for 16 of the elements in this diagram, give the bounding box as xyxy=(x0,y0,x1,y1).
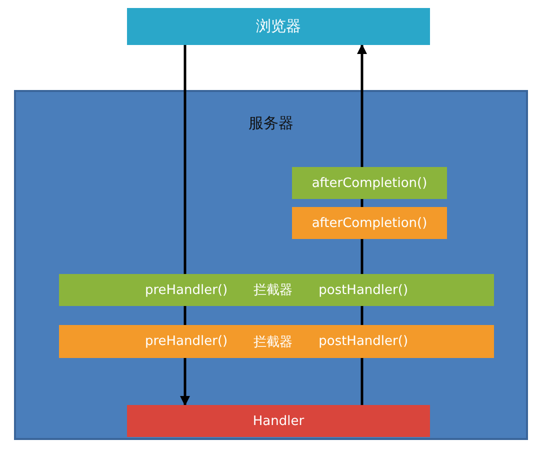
method-name: postHandler() xyxy=(318,334,408,349)
arrow xyxy=(357,44,367,167)
interceptor-label: 拦截器 xyxy=(254,282,293,299)
method-box: afterCompletion() xyxy=(292,167,447,199)
browser-box: 浏览器 xyxy=(127,8,430,45)
arrow xyxy=(180,358,190,406)
interceptor-bar xyxy=(59,274,494,306)
method-name: preHandler() xyxy=(144,282,228,298)
server-label: 服务器 xyxy=(248,114,294,133)
handler-box: Handler xyxy=(127,405,430,437)
server-box xyxy=(14,90,528,440)
method-name: preHandler() xyxy=(144,334,228,349)
method-box: afterCompletion() xyxy=(292,207,447,239)
interceptor-label: 拦截器 xyxy=(254,334,293,350)
interceptor-bar xyxy=(59,325,494,358)
method-name: postHandler() xyxy=(318,282,408,298)
